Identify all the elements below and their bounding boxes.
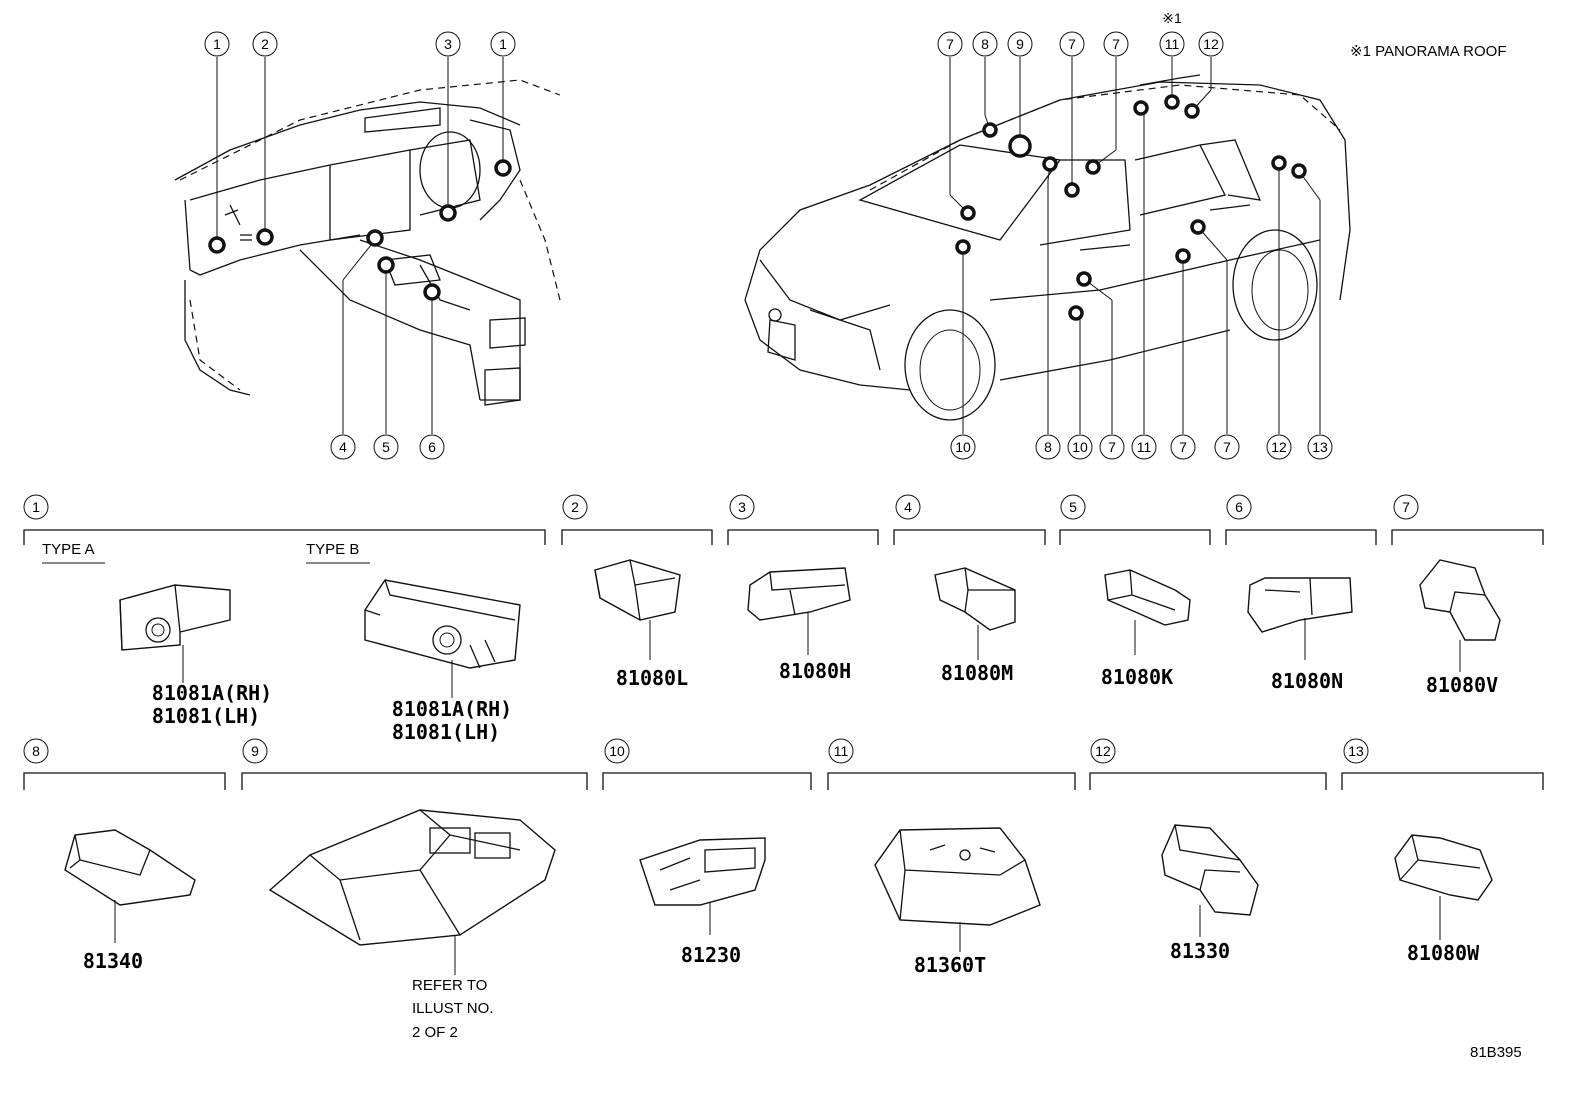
- part-number: 81081(LH): [152, 704, 260, 728]
- callout-5: 5: [382, 439, 390, 455]
- part-81081-type-b: [364, 579, 521, 698]
- callout-7: 7: [1179, 439, 1187, 455]
- part-81080h: [747, 567, 851, 655]
- callout-11: 11: [1165, 36, 1180, 52]
- illustration-number: 81B395: [1470, 1044, 1522, 1061]
- part-number: 81340: [83, 949, 143, 973]
- callout-7: 7: [1223, 439, 1231, 455]
- section-number: 5: [1069, 499, 1077, 515]
- callout-2: 2: [261, 36, 269, 52]
- section-11: 11 81360T: [827, 738, 1076, 977]
- refer-line-1: REFER TO: [412, 977, 487, 994]
- section-number: 8: [32, 743, 40, 759]
- part-81080m: [934, 567, 1016, 660]
- part-number: 81081A(RH): [152, 681, 272, 705]
- callout-8: 8: [981, 36, 989, 52]
- part-81081-type-a: [119, 584, 231, 683]
- callout-13: 13: [1312, 439, 1328, 455]
- part-81080k: [1104, 569, 1191, 655]
- dashboard-illustration: [174, 79, 561, 406]
- part-number: 81080H: [779, 659, 851, 683]
- part-number: 81081(LH): [392, 720, 500, 744]
- part-number: 81080M: [941, 661, 1013, 685]
- section-4: 4 81080M: [893, 494, 1046, 685]
- section-3: 3 81080H: [727, 494, 879, 683]
- type-b-label: TYPE B: [306, 541, 359, 558]
- section-number: 3: [738, 499, 746, 515]
- part-81330: [1161, 824, 1259, 937]
- part-81080l: [594, 559, 681, 660]
- callout-8: 8: [1044, 439, 1052, 455]
- part-81360t: [874, 827, 1041, 952]
- callout-9: 9: [1016, 36, 1024, 52]
- callout-1: 1: [213, 36, 221, 52]
- refer-line-2: ILLUST NO.: [412, 1000, 493, 1017]
- vehicle-callouts: [949, 57, 1321, 434]
- location-dot: [208, 236, 226, 254]
- section-6: 6 81080N: [1225, 494, 1377, 693]
- callout-7: 7: [1112, 36, 1120, 52]
- section-number: 9: [251, 743, 259, 759]
- location-dot: [256, 228, 274, 246]
- part-number: 81080L: [616, 666, 688, 690]
- type-a-label: TYPE A: [42, 541, 95, 558]
- callout-7: 7: [1068, 36, 1076, 52]
- callout-12: 12: [1203, 36, 1219, 52]
- section-1: 1 TYPE A TYPE B 81081A(RH) 81081(LH) 810…: [23, 494, 546, 744]
- dashboard-callouts: [208, 57, 512, 434]
- location-dot: [423, 283, 441, 301]
- location-dot: [377, 256, 395, 274]
- part-81080v: [1419, 559, 1501, 672]
- section-12: 12 81330: [1089, 738, 1327, 963]
- part-81080n: [1247, 577, 1353, 660]
- part-number: 81330: [1170, 939, 1230, 963]
- callout-12: 12: [1271, 439, 1287, 455]
- part-number: 81360T: [914, 953, 986, 977]
- part-81340: [64, 829, 196, 943]
- section-10: 10 81230: [602, 738, 812, 967]
- callout-11: 11: [1137, 439, 1152, 455]
- callout-3: 3: [444, 36, 452, 52]
- section-7: 7 81080V: [1391, 494, 1544, 697]
- section-number: 10: [609, 743, 625, 759]
- callout-7: 7: [946, 36, 954, 52]
- part-overhead-console: [268, 809, 556, 975]
- part-number: 81080K: [1101, 665, 1173, 689]
- location-dot: [439, 204, 457, 222]
- location-dot: [366, 229, 384, 247]
- part-number: 81080V: [1426, 673, 1498, 697]
- callout-7: 7: [1108, 439, 1116, 455]
- callout-6: 6: [428, 439, 436, 455]
- panorama-roof-note: ※1 PANORAMA ROOF: [1350, 43, 1506, 60]
- part-number: 81080W: [1407, 941, 1480, 965]
- part-number: 81081A(RH): [392, 697, 512, 721]
- section-number: 2: [571, 499, 579, 515]
- section-number: 13: [1348, 743, 1364, 759]
- section-number: 6: [1235, 499, 1243, 515]
- section-number: 7: [1402, 499, 1410, 515]
- part-81230: [639, 837, 766, 935]
- callout-1: 1: [499, 36, 507, 52]
- part-81080w: [1394, 834, 1493, 940]
- refer-line-3: 2 OF 2: [412, 1024, 458, 1041]
- vehicle-illustration: [744, 74, 1351, 421]
- section-number: 12: [1095, 743, 1111, 759]
- section-13: 13 81080W: [1341, 738, 1544, 965]
- section-5: 5 81080K: [1059, 494, 1211, 689]
- section-2: 2 81080L: [561, 494, 713, 690]
- callout-10: 10: [955, 439, 971, 455]
- section-number: 4: [904, 499, 912, 515]
- location-dot: [494, 159, 512, 177]
- section-8: 8 81340: [23, 738, 226, 973]
- roof-mark: ※1: [1162, 10, 1182, 26]
- section-number: 1: [32, 499, 40, 515]
- part-number: 81230: [681, 943, 741, 967]
- section-number: 11: [834, 743, 849, 759]
- part-number: 81080N: [1271, 669, 1343, 693]
- callout-4: 4: [339, 439, 347, 455]
- callout-labels-top: 1 2 3 1 4 5 6 7 8 9 7 7 11 12 ※1 10 8 10…: [204, 10, 1333, 460]
- section-9: 9 REFER TO ILLUST NO. 2 OF 2: [241, 738, 588, 1041]
- callout-10: 10: [1072, 439, 1088, 455]
